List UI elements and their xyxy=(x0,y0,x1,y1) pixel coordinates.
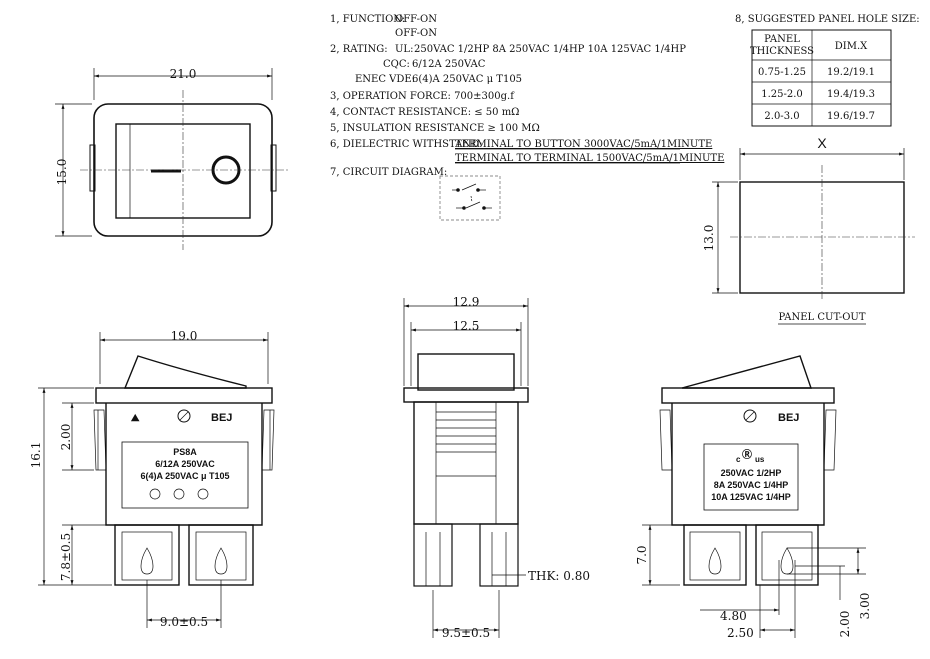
panel-cutout: X 13.0 PANEL CUT-OUT xyxy=(702,135,915,325)
ul-mark-us: us xyxy=(755,455,765,464)
top-view-width: 21.0 xyxy=(170,67,197,81)
front-terminal-height: 7.8±0.5 xyxy=(59,533,73,581)
row-2-dim: 19.4/19.3 xyxy=(827,89,875,100)
table-header-thickness-2: THICKNESS xyxy=(750,46,814,57)
back-brand: BEJ xyxy=(778,412,799,424)
cutout-caption: PANEL CUT-OUT xyxy=(778,312,865,323)
front-brand: BEJ xyxy=(211,412,232,424)
front-label-model: PS8A xyxy=(173,447,197,457)
ul-mark-c: c xyxy=(736,455,741,464)
back-label-line1: 250VAC 1/2HP xyxy=(721,468,782,478)
back-label-line3: 10A 125VAC 1/4HP xyxy=(711,492,791,502)
front-dim-2: 2.00 xyxy=(59,424,73,451)
spec-list: 1, FUNCTION: OFF-ON OFF-ON 2, RATING: UL… xyxy=(330,14,724,178)
row-3-dim: 19.6/19.7 xyxy=(827,111,875,122)
cert-mark-icon xyxy=(149,488,161,500)
row-1-dim: 19.2/19.1 xyxy=(827,67,875,78)
rating-enec-value: 6(4)A 250VAC μ T105 xyxy=(412,74,522,85)
function-value-1: OFF-ON xyxy=(395,14,437,25)
rating-ul-values: 250VAC 1/2HP 8A 250VAC 1/4HP 10A 125VAC … xyxy=(414,44,686,55)
rating-label: 2, RATING: xyxy=(330,44,388,55)
circuit-diagram xyxy=(439,175,501,221)
table-header-thickness-1: PANEL xyxy=(764,34,800,45)
cqc-mark-icon xyxy=(197,488,209,500)
row-3-thickness: 2.0-3.0 xyxy=(764,111,799,122)
top-view: 21.0 15.0 xyxy=(55,67,290,250)
back-dim-7: 7.0 xyxy=(635,545,649,564)
front-height: 16.1 xyxy=(29,442,43,469)
circuit-label: 7, CIRCUIT DIAGRAM: xyxy=(330,167,447,178)
rating-cqc-label: CQC: xyxy=(383,59,410,70)
front-terminal-pitch: 9.0±0.5 xyxy=(160,615,208,629)
cutout-height: 13.0 xyxy=(702,225,716,252)
table-header-dim: DIM.X xyxy=(835,41,868,52)
back-view: BEJ c Ⓡ us 250VAC 1/2HP 8A 250VAC 1/4HP … xyxy=(635,355,872,640)
panel-hole-title: 8, SUGGESTED PANEL HOLE SIZE: xyxy=(735,14,920,25)
rating-ul-label: UL: xyxy=(395,44,413,55)
cutout-x-label: X xyxy=(817,135,827,151)
front-view: ⛰ BEJ PS8A 6/12A 250VAC 6(4)A 250VAC μ T… xyxy=(29,329,275,629)
top-view-height: 15.0 xyxy=(55,159,69,186)
row-1-thickness: 0.75-1.25 xyxy=(758,67,806,78)
front-width: 19.0 xyxy=(171,329,198,343)
panel-hole-table: 8, SUGGESTED PANEL HOLE SIZE: PANEL THIC… xyxy=(735,14,920,127)
ul-mark-icon: Ⓡ xyxy=(742,448,752,461)
contact-resistance: 4, CONTACT RESISTANCE: ≤ 50 mΩ xyxy=(330,107,519,118)
side-thickness: THK: 0.80 xyxy=(528,569,590,583)
side-view: 12.9 12.5 THK: 0.80 9.5±0.5 xyxy=(403,295,590,640)
insulation-resistance: 5, INSULATION RESISTANCE ≥ 100 MΩ xyxy=(330,123,540,134)
dielectric-line-1: TERMINAL TO BUTTON 3000VAC/5mA/1MINUTE xyxy=(455,139,712,150)
front-label-rating2: 6(4)A 250VAC μ T105 xyxy=(140,471,229,481)
side-width-inner: 12.5 xyxy=(453,319,480,333)
function-label: 1, FUNCTION: xyxy=(330,14,405,25)
rating-cqc-value: 6/12A 250VAC xyxy=(412,59,486,70)
front-logo-icon: ⛰ xyxy=(130,413,140,424)
front-label-rating1: 6/12A 250VAC xyxy=(155,459,215,469)
back-dim-200: 2.00 xyxy=(838,611,852,638)
back-dim-480: 4.80 xyxy=(720,609,747,623)
dielectric-label: 6, DIELECTRIC WITHSTAND: xyxy=(330,139,483,150)
cert-mark-icon xyxy=(173,488,185,500)
rating-enec-label: ENEC VDE: xyxy=(355,74,415,85)
dielectric-line-2: TERMINAL TO TERMINAL 1500VAC/5mA/1MINUTE xyxy=(455,153,724,164)
row-2-thickness: 1.25-2.0 xyxy=(761,89,803,100)
operation-force: 3, OPERATION FORCE: 700±300g.f xyxy=(330,91,515,102)
back-dim-300: 3.00 xyxy=(858,593,872,620)
back-label-line2: 8A 250VAC 1/4HP xyxy=(714,480,789,490)
function-value-2: OFF-ON xyxy=(395,28,437,39)
side-terminal-pitch: 9.5±0.5 xyxy=(442,626,490,640)
side-width-outer: 12.9 xyxy=(453,295,480,309)
back-dim-250: 2.50 xyxy=(727,626,754,640)
